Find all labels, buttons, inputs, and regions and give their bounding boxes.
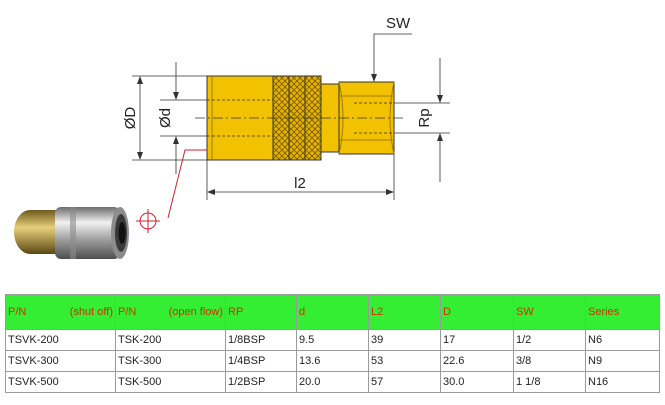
outer-diameter-dimension [132, 75, 207, 161]
inner-diameter-dimension [160, 62, 207, 174]
header-rp: RP [225, 294, 297, 330]
cell-pn-open-flow: TSK-300 [115, 350, 226, 372]
coupling-body [195, 75, 404, 161]
cell-sw: 3/8 [513, 350, 586, 372]
cell-rp: 1/2BSP [225, 371, 297, 393]
cell-od: 22.6 [440, 350, 514, 372]
table-row: TSVK-200 TSK-200 1/8BSP 9.5 39 17 1/2 N6 [5, 329, 660, 351]
cell-d: 13.6 [296, 350, 369, 372]
header-d: d [296, 294, 369, 330]
cell-sw: 1 1/8 [513, 371, 586, 393]
header-pn-shut-off-main: P/N [8, 306, 27, 318]
cell-l2: 57 [368, 371, 441, 393]
rp-dimension [394, 58, 450, 182]
specification-table: P/N (shut off) P/N (open flow) RP d L2 D… [5, 294, 660, 393]
header-pn-shut-off: P/N (shut off) [5, 294, 116, 330]
cell-pn-shut-off: TSVK-500 [5, 371, 116, 393]
cell-od: 17 [440, 329, 514, 351]
id-label: Ød [157, 108, 174, 128]
cell-pn-shut-off: TSVK-200 [5, 329, 116, 351]
coupling-technical-drawing: ØD Ød SW Rp l2 [14, 15, 450, 259]
cell-od: 30.0 [440, 371, 514, 393]
header-od: D [440, 294, 514, 330]
header-pn-shut-off-note: (shut off) [69, 306, 113, 318]
table-row: TSVK-300 TSK-300 1/4BSP 13.6 53 22.6 3/8… [5, 350, 660, 372]
l2-label: l2 [294, 175, 306, 192]
cell-l2: 39 [368, 329, 441, 351]
header-pn-open-flow-main: P/N [118, 306, 137, 318]
cell-rp: 1/8BSP [225, 329, 297, 351]
cell-series: N9 [585, 350, 660, 372]
quick-coupling-photo-icon [14, 207, 129, 259]
cell-d: 9.5 [296, 329, 369, 351]
cell-series: N16 [585, 371, 660, 393]
sw-label: SW [386, 15, 411, 32]
cell-pn-shut-off: TSVK-300 [5, 350, 116, 372]
cell-rp: 1/4BSP [225, 350, 297, 372]
rp-label: Rp [416, 108, 433, 127]
header-pn-open-flow: P/N (open flow) [115, 294, 226, 330]
cell-series: N6 [585, 329, 660, 351]
od-label: ØD [122, 107, 139, 130]
cell-l2: 53 [368, 350, 441, 372]
header-sw: SW [513, 294, 586, 330]
cell-pn-open-flow: TSK-500 [115, 371, 226, 393]
sw-leader [371, 33, 412, 82]
table-header-row: P/N (shut off) P/N (open flow) RP d L2 D… [5, 294, 660, 330]
header-l2: L2 [368, 294, 441, 330]
header-pn-open-flow-note: (open flow) [168, 306, 223, 318]
length-dimension [206, 154, 395, 200]
crosshair-symbol [136, 149, 207, 233]
cell-d: 20.0 [296, 371, 369, 393]
cell-pn-open-flow: TSK-200 [115, 329, 226, 351]
header-series: Series [585, 294, 660, 330]
table-row: TSVK-500 TSK-500 1/2BSP 20.0 57 30.0 1 1… [5, 371, 660, 393]
cell-sw: 1/2 [513, 329, 586, 351]
